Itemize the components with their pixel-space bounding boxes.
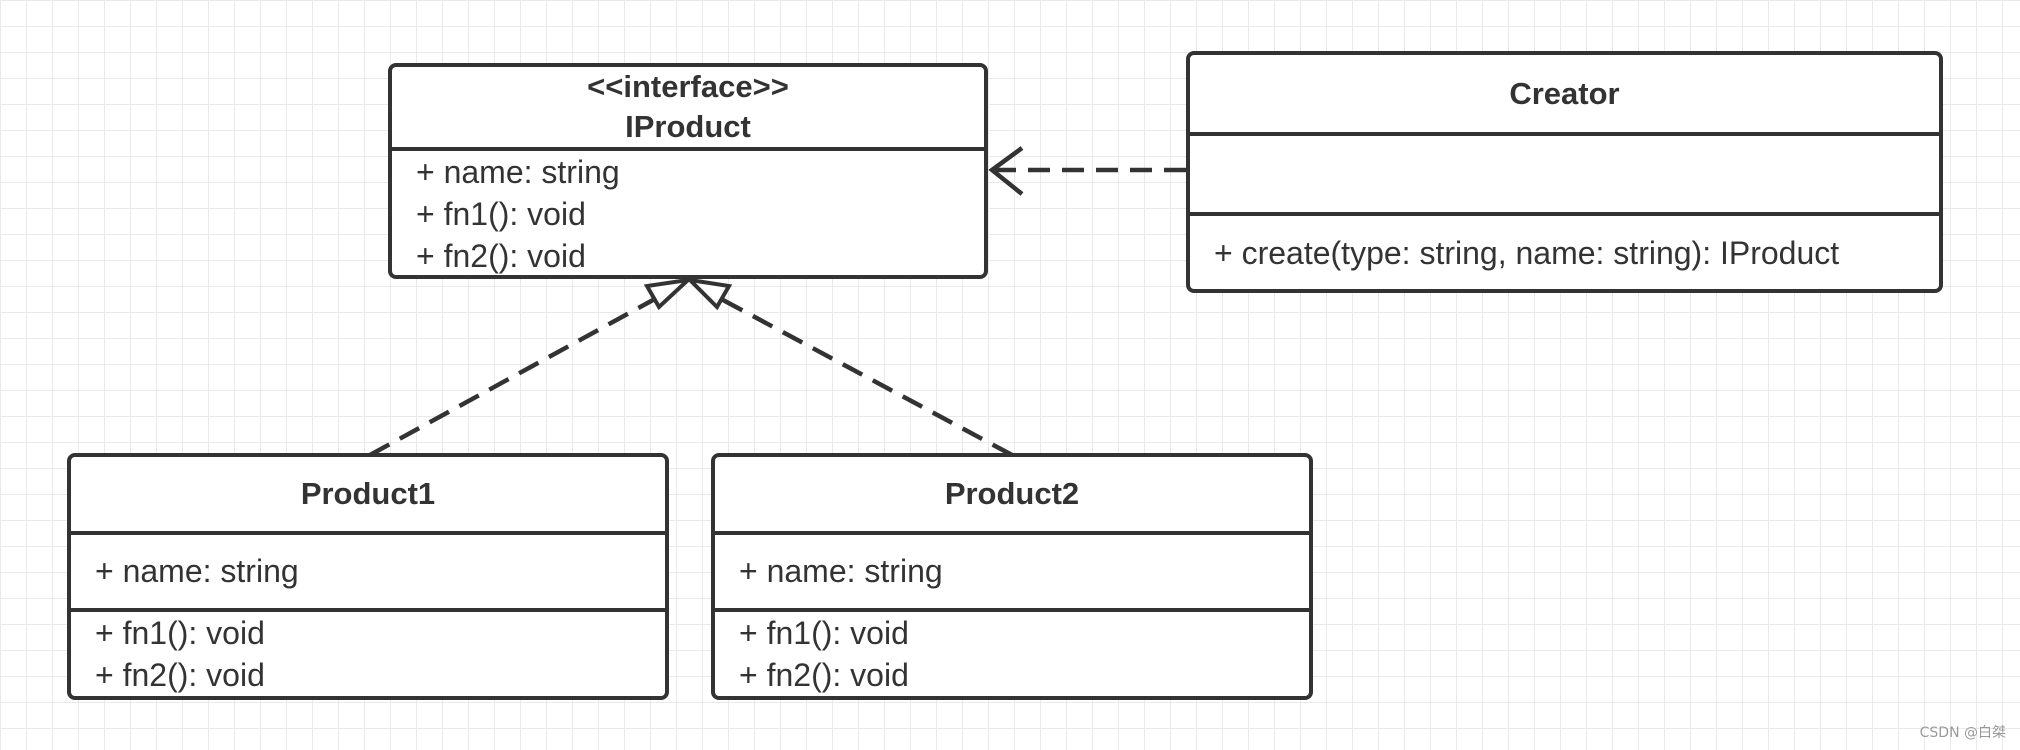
operation-item: + fn1(): void bbox=[739, 615, 909, 651]
realization-line-product1 bbox=[368, 298, 655, 457]
watermark: CSDN @白桀 bbox=[1919, 725, 2006, 741]
operations-compartment: + fn1(): void + fn2(): void bbox=[715, 608, 1309, 696]
operations-compartment: + create(type: string, name: string): IP… bbox=[1190, 212, 1939, 289]
attributes-compartment: + name: string + fn1(): void + fn2(): vo… bbox=[392, 147, 984, 275]
class-iproduct[interactable]: <<interface>> IProduct + name: string + … bbox=[388, 63, 988, 279]
operation-item: + fn2(): void bbox=[739, 657, 909, 693]
class-name: Creator bbox=[1509, 75, 1620, 111]
class-product1[interactable]: Product1 + name: string + fn1(): void + … bbox=[67, 453, 669, 700]
realization-arrowhead-product1 bbox=[643, 277, 695, 311]
operation-item: + fn2(): void bbox=[95, 657, 265, 693]
attribute-item: + name: string bbox=[95, 553, 299, 590]
class-creator[interactable]: Creator + create(type: string, name: str… bbox=[1186, 51, 1943, 293]
class-name: Product1 bbox=[300, 475, 436, 511]
attributes-compartment: + name: string bbox=[71, 530, 665, 608]
class-header: Creator bbox=[1190, 55, 1939, 132]
member-item: + fn2(): void bbox=[416, 238, 586, 274]
class-header: <<interface>> IProduct bbox=[392, 67, 984, 147]
member-item: + fn1(): void bbox=[416, 196, 586, 232]
attributes-compartment bbox=[1190, 132, 1939, 212]
open-arrowhead bbox=[988, 146, 1024, 196]
attributes-compartment: + name: string bbox=[715, 530, 1309, 608]
class-product2[interactable]: Product2 + name: string + fn1(): void + … bbox=[711, 453, 1313, 700]
stereotype-label: <<interface>> bbox=[587, 69, 789, 104]
class-name: IProduct bbox=[625, 109, 751, 144]
operation-item: + create(type: string, name: string): IP… bbox=[1214, 234, 1840, 271]
attribute-item: + name: string bbox=[739, 553, 943, 590]
class-name: Product2 bbox=[944, 475, 1080, 511]
member-item: + name: string bbox=[416, 154, 620, 190]
class-header: Product1 bbox=[71, 457, 665, 531]
operations-compartment: + fn1(): void + fn2(): void bbox=[71, 608, 665, 696]
realization-line-product2 bbox=[721, 298, 1014, 457]
realization-arrowhead-product2 bbox=[684, 277, 733, 311]
class-header: Product2 bbox=[715, 457, 1309, 531]
operation-item: + fn1(): void bbox=[95, 615, 265, 651]
